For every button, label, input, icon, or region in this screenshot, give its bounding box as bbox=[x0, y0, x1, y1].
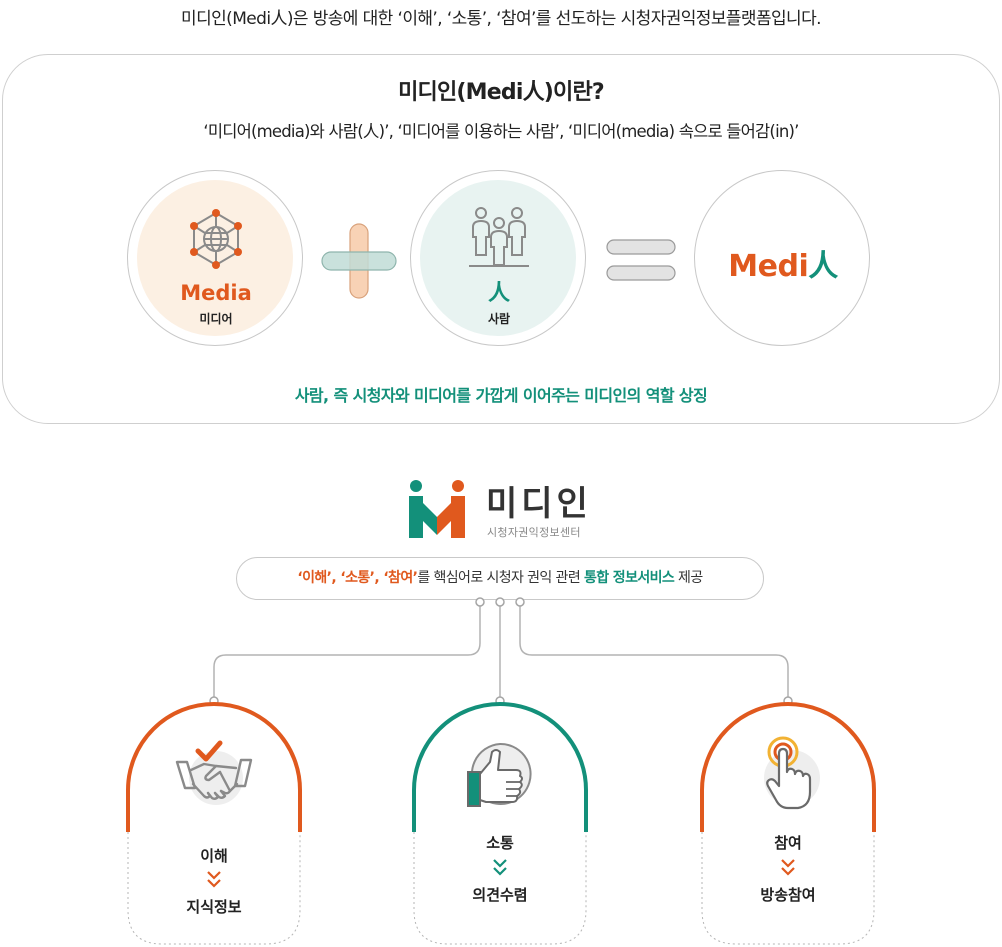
pill-keywords: ‘이해’, ‘소통’, ‘참여’ bbox=[297, 570, 418, 586]
media-label-ko: 미디어 bbox=[199, 312, 233, 326]
touch-hand-icon bbox=[764, 736, 820, 810]
handshake-icon bbox=[175, 740, 253, 805]
card-participate-detail: 방송참여 bbox=[760, 886, 816, 904]
double-chevron-down-icon bbox=[493, 859, 507, 876]
definition-tagline: 사람, 즉 시청자와 미디어를 가깝게 이어주는 미디인의 역할 상징 bbox=[294, 386, 708, 405]
pill-highlight: 통합 정보서비스 bbox=[583, 570, 675, 586]
double-chevron-down-icon bbox=[781, 859, 795, 876]
card-participate-frame bbox=[700, 702, 876, 945]
card-communicate-title: 소통 bbox=[486, 834, 514, 852]
brand-name: 미디인 bbox=[486, 484, 592, 524]
person-label-ko: 사람 bbox=[487, 312, 511, 326]
midiin-logo-icon bbox=[409, 480, 465, 538]
media-circle: Media 미디어 bbox=[127, 170, 303, 346]
brand-subtitle: 시청자권익정보센터 bbox=[487, 526, 581, 539]
pill-end-text: 제공 bbox=[674, 570, 703, 586]
card-participate-title: 참여 bbox=[774, 834, 802, 852]
definition-title: 미디인(Medi人)이란? bbox=[398, 80, 605, 105]
card-understand-detail: 지식정보 bbox=[186, 898, 242, 916]
person-glyph: 人 bbox=[487, 281, 510, 306]
network-globe-icon bbox=[190, 209, 242, 269]
definition-subtitle: ‘미디어(media)와 사람(人)’, ‘미디어를 이용하는 사람’, ‘미디… bbox=[203, 122, 799, 141]
connector-lines bbox=[209, 597, 793, 706]
equals-icon bbox=[606, 239, 676, 281]
result-glyph: 人 bbox=[808, 249, 838, 284]
result-circle: Medi人 bbox=[694, 170, 870, 346]
plus-icon bbox=[321, 223, 397, 299]
card-communicate-detail: 의견수렴 bbox=[472, 886, 528, 904]
card-understand-frame bbox=[126, 702, 302, 945]
intro-text: 미디인(Medi人)은 방송에 대한 ‘이해’, ‘소통’, ‘참여’를 선도하… bbox=[181, 9, 821, 29]
result-text-en: Medi bbox=[728, 249, 809, 284]
result-wordmark: Medi人 bbox=[695, 241, 871, 285]
pill-middle-text: 를 핵심어로 시청자 권익 관련 bbox=[417, 570, 581, 586]
people-icon bbox=[469, 207, 529, 267]
person-circle: 人 사람 bbox=[410, 170, 586, 346]
thumbs-up-icon bbox=[467, 742, 532, 807]
card-understand-title: 이해 bbox=[200, 847, 228, 865]
service-summary-pill: ‘이해’, ‘소통’, ‘참여’를 핵심어로 시청자 권익 관련 통합 정보서비… bbox=[236, 557, 764, 600]
media-label-en: Media bbox=[180, 281, 252, 305]
card-communicate-frame bbox=[412, 702, 588, 945]
double-chevron-down-icon bbox=[207, 871, 221, 888]
